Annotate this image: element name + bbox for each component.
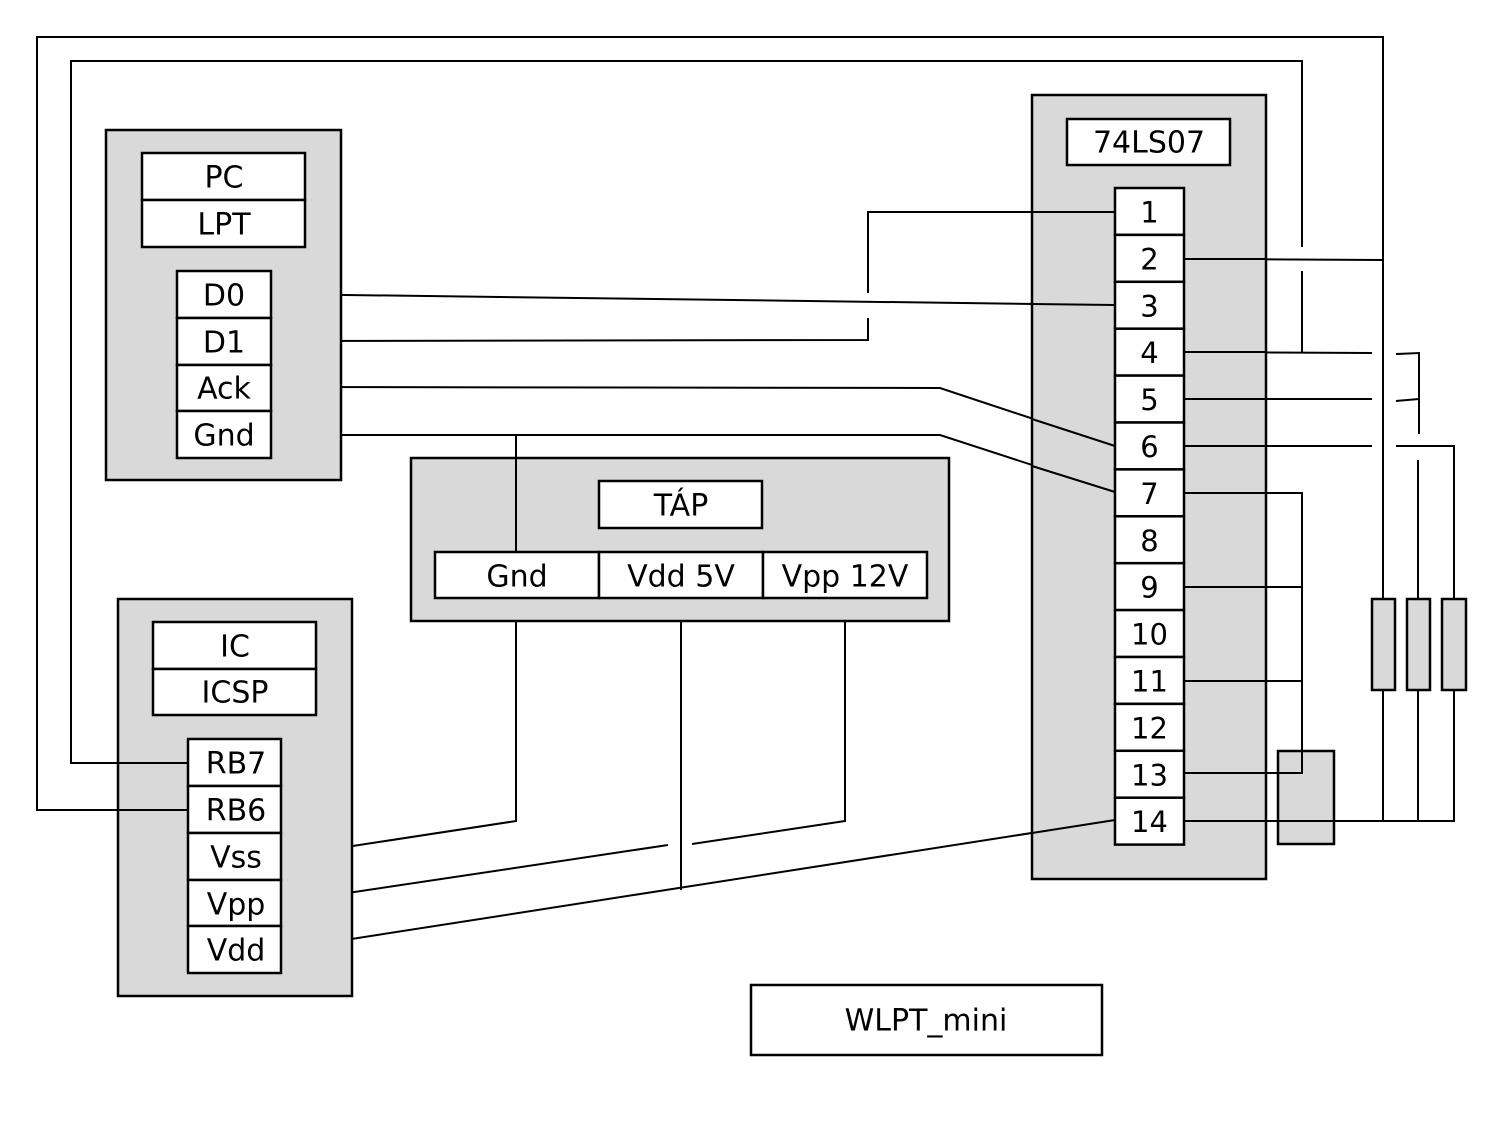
resistor-2 xyxy=(1405,597,1432,692)
pc-pin-d0: D0 xyxy=(203,279,245,314)
chip-pin-12: 12 xyxy=(1131,711,1168,745)
power-block: TÁP Gnd Vdd 5V Vpp 12V xyxy=(409,456,951,623)
chip-title: 74LS07 xyxy=(1093,126,1205,161)
ic-icsp-block: IC ICSP RB7 RB6 Vss Vpp Vdd xyxy=(116,597,354,998)
wire-tap-gnd-vss xyxy=(280,598,517,858)
pc-title: PC xyxy=(204,161,243,196)
chip-pin-4: 4 xyxy=(1140,336,1158,370)
wire-d0-pin3 xyxy=(270,293,1116,306)
wire-rb6-loop xyxy=(36,36,1384,820)
resistor-3 xyxy=(1440,597,1468,692)
pc-subtitle: LPT xyxy=(197,208,251,243)
chip-pin-cell xyxy=(1113,468,1186,518)
wire-pin5-b xyxy=(1395,398,1420,402)
chip-pin-14: 14 xyxy=(1131,805,1168,839)
chip-pin-13: 13 xyxy=(1131,758,1168,792)
ic-pin-vdd: Vdd xyxy=(207,934,266,969)
pc-pin-gnd: Gnd xyxy=(193,419,254,454)
power-pin-vpp: Vpp 12V xyxy=(782,560,909,595)
ic-title: IC xyxy=(220,630,250,665)
connector-box xyxy=(1266,749,1336,846)
chip-pin-11: 11 xyxy=(1131,664,1168,698)
chip-pin-2: 2 xyxy=(1140,242,1158,276)
power-pin-vdd: Vdd 5V xyxy=(627,560,735,595)
wire-pin6-b xyxy=(1396,445,1455,600)
chip-pin-cell xyxy=(1113,655,1186,706)
chip-pin-5: 5 xyxy=(1140,383,1158,417)
wire-vpp-a xyxy=(691,598,846,845)
diagram-title: WLPT_mini xyxy=(845,1004,1008,1039)
pc-pin-ack: Ack xyxy=(197,372,251,407)
chip-pin-6: 6 xyxy=(1140,430,1158,464)
resistor-1 xyxy=(1370,597,1397,692)
pc-lpt-block: PC LPT D0 D1 Ack Gnd xyxy=(104,128,343,482)
chip-pin-7: 7 xyxy=(1140,477,1158,511)
chip-pin-1: 1 xyxy=(1140,195,1158,229)
chip-pin-8: 8 xyxy=(1140,524,1158,558)
chip-pin-cell xyxy=(1113,702,1186,753)
ic-pin-vss: Vss xyxy=(210,841,262,876)
wire-d1-a xyxy=(270,318,869,342)
wire-vdd-pin14 xyxy=(280,819,1116,951)
power-title: TÁP xyxy=(653,488,709,524)
ic-subtitle: ICSP xyxy=(202,676,269,711)
wire-ack-pin6 xyxy=(270,386,1116,447)
chip-pin-3: 3 xyxy=(1140,289,1158,323)
power-pin-gnd: Gnd xyxy=(486,560,547,595)
ic-pin-rb7: RB7 xyxy=(206,747,267,782)
pc-pin-d1: D1 xyxy=(203,326,245,361)
ic-pin-vpp: Vpp xyxy=(207,888,266,923)
chip-pin-9: 9 xyxy=(1140,571,1158,605)
diagram-title-box: WLPT_mini xyxy=(749,983,1104,1057)
ic-pin-rb6: RB6 xyxy=(206,794,267,829)
chip-pin-cell xyxy=(1113,280,1186,330)
chip-pin-cell xyxy=(1113,796,1186,846)
chip-pin-cell xyxy=(1113,515,1186,565)
wire-pin4-b xyxy=(1395,351,1420,434)
chip-pin-cell xyxy=(1113,608,1186,659)
resistors xyxy=(1370,597,1468,692)
chip-pin-cell xyxy=(1113,561,1186,612)
wire-rb7-loop-upper xyxy=(70,60,1303,764)
chip-pin-10: 10 xyxy=(1131,618,1168,652)
